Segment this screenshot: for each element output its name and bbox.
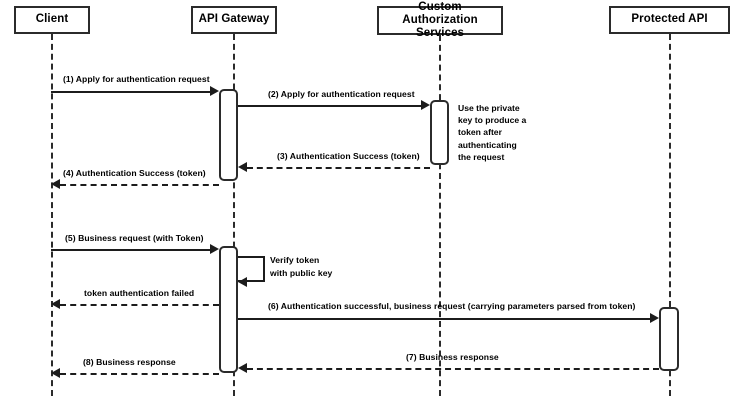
message-label-6: token authentication failed (84, 288, 195, 298)
message-line-7 (238, 318, 650, 320)
message-label-2: (2) Apply for authentication request (268, 89, 415, 99)
message-arrow-1 (210, 86, 219, 96)
self-message-arrow-verify-token (238, 277, 247, 287)
message-label-9: (8) Business response (83, 357, 176, 367)
note-private-key: Use the private key to produce a token a… (458, 103, 527, 162)
activation-custom-authorization-services (430, 100, 449, 165)
message-label-1: (1) Apply for authentication request (63, 74, 210, 84)
participant-box-api-gateway[interactable]: API Gateway (191, 6, 277, 34)
lifeline-api-gateway (233, 34, 235, 396)
message-arrow-7 (650, 313, 659, 323)
participant-box-protected-api[interactable]: Protected API (609, 6, 730, 34)
message-line-3 (247, 167, 430, 169)
lifeline-protected-api (669, 34, 671, 396)
message-arrow-8 (238, 363, 247, 373)
message-arrow-4 (51, 179, 60, 189)
message-line-6 (60, 304, 219, 306)
message-arrow-9 (51, 368, 60, 378)
self-message-label-verify-token: Verify token with public key (270, 255, 333, 278)
lifeline-custom-authorization-services (439, 35, 441, 396)
message-arrow-6 (51, 299, 60, 309)
message-label-8: (7) Business response (406, 352, 499, 362)
message-line-2 (238, 105, 421, 107)
message-line-9 (60, 373, 219, 375)
self-message-box-verify-token (238, 256, 265, 282)
participant-box-client[interactable]: Client (14, 6, 90, 34)
message-line-4 (60, 184, 219, 186)
message-arrow-2 (421, 100, 430, 110)
participant-box-custom-authorization-services[interactable]: Custom Authorization Services (377, 1, 503, 39)
message-arrow-3 (238, 162, 247, 172)
message-line-1 (51, 91, 210, 93)
message-label-3: (3) Authentication Success (token) (277, 151, 420, 161)
activation-protected-api (659, 307, 679, 371)
message-label-5: (5) Business request (with Token) (65, 233, 204, 243)
message-arrow-5 (210, 244, 219, 254)
message-line-5 (51, 249, 210, 251)
activation-api-gateway-business (219, 246, 238, 373)
activation-api-gateway-auth (219, 89, 238, 181)
message-label-4: (4) Authentication Success (token) (63, 168, 206, 178)
message-label-7: (6) Authentication successful, business … (268, 301, 636, 311)
message-line-8 (247, 368, 659, 370)
lifeline-client (51, 34, 53, 396)
